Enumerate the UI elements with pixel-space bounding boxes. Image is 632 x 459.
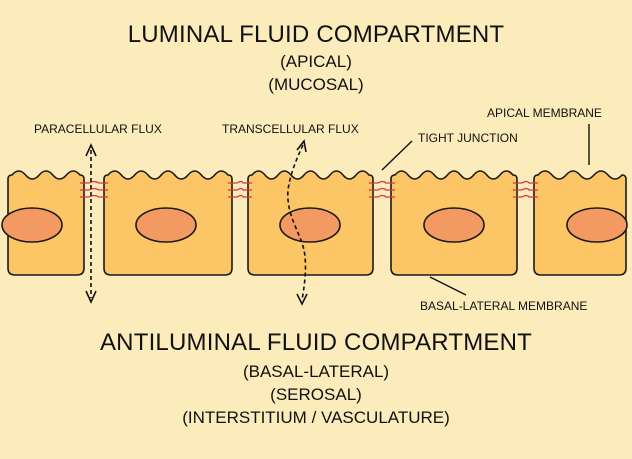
luminal-subtitle-mucosal: (MUCOSAL) (268, 75, 364, 94)
cell-nucleus (135, 207, 197, 243)
apical-membrane-label: APICAL MEMBRANE (487, 106, 602, 120)
tight-junction (80, 180, 108, 198)
tight-junction-layer (80, 180, 538, 198)
label-leader-lines (381, 124, 590, 296)
basal-lateral-membrane-label: BASAL-LATERAL MEMBRANE (420, 299, 588, 313)
tight-junction (369, 180, 395, 198)
luminal-subtitle-apical: (APICAL) (280, 52, 352, 71)
cell-nucleus (1, 207, 63, 243)
basal-lateral-leader (429, 276, 467, 296)
transcellular-arrowhead-bottom (296, 293, 308, 306)
cell-nucleus (279, 207, 341, 243)
antiluminal-subtitle-serosal: (SEROSAL) (270, 385, 362, 404)
antiluminal-subtitle-basal-lateral: (BASAL-LATERAL) (242, 362, 390, 381)
tight-junction (513, 180, 538, 198)
tight-junction-leader (381, 140, 413, 171)
cell-nucleus (423, 207, 485, 243)
transcellular-arrowhead-top (296, 139, 307, 153)
luminal-title: LUMINAL FLUID COMPARTMENT (127, 21, 505, 48)
cell-nucleus (566, 207, 628, 243)
transcellular-flux-arrow (287, 144, 307, 301)
flux-arrows (85, 139, 308, 306)
tight-junction-label: TIGHT JUNCTION (418, 131, 518, 145)
paracellular-arrowhead-bottom (85, 290, 97, 304)
paracellular-flux-label: PARACELLULAR FLUX (34, 122, 162, 136)
cell-layer (1, 170, 628, 276)
antiluminal-subtitle-interstitium: (INTERSTITIUM / VASCULATURE) (182, 408, 450, 427)
paracellular-arrowhead-top (85, 143, 97, 157)
antiluminal-title: ANTILUMINAL FLUID COMPARTMENT (99, 329, 533, 356)
transcellular-flux-label: TRANSCELLULAR FLUX (222, 122, 359, 136)
tight-junction (228, 180, 252, 198)
